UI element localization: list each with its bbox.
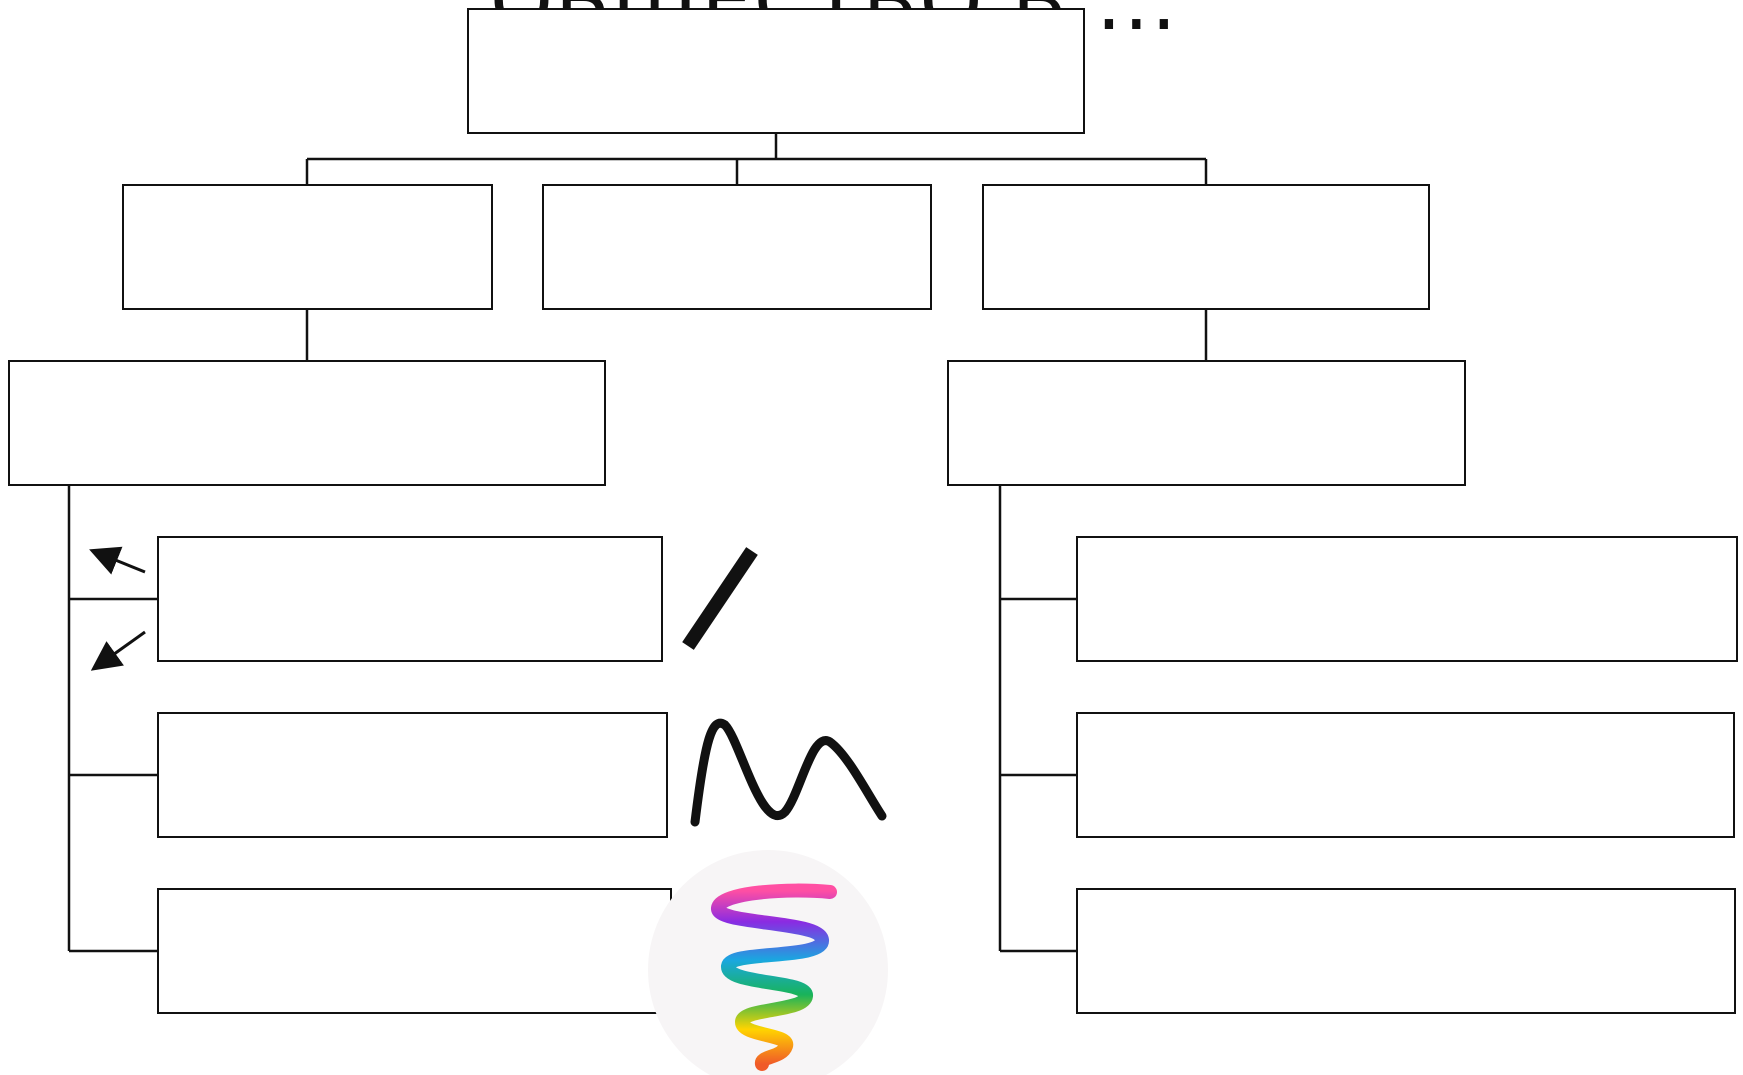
spiral-icon (648, 850, 888, 1075)
arrows-icon (103, 555, 145, 662)
straight-line-icon (688, 551, 752, 646)
wave-line-icon (695, 723, 882, 822)
